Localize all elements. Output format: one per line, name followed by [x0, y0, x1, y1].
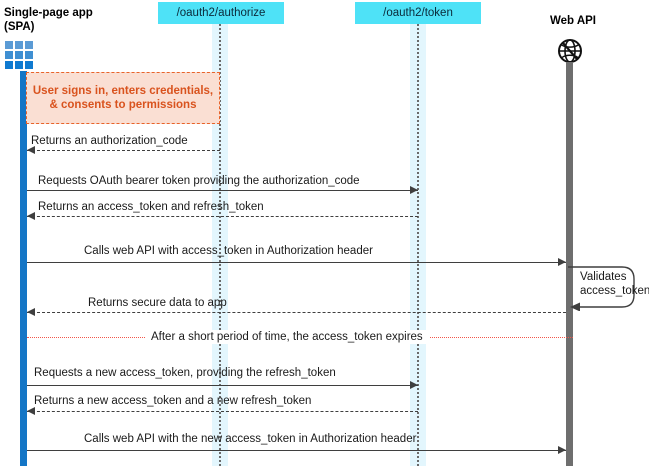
participant-label-webapi: Web API [549, 15, 596, 27]
message-label-5: Returns secure data to app [88, 297, 227, 309]
activation-bar-webapi [566, 62, 573, 466]
message-label-3: Returns an access_token and refresh_toke… [38, 201, 264, 213]
participant-box-authorize[interactable]: /oauth2/authorize [158, 2, 284, 24]
message-label-1: Returns an authorization_code [31, 135, 188, 147]
self-message-loop-webapi [568, 266, 635, 311]
participant-box-token[interactable]: /oauth2/token [355, 2, 481, 24]
globe-icon [557, 38, 583, 64]
arrowhead-1 [27, 146, 35, 154]
arrowhead-4 [558, 258, 566, 266]
message-line-5 [27, 312, 566, 313]
message-label-7: Returns a new access_token and a new ref… [34, 395, 312, 407]
message-line-4 [27, 262, 566, 263]
arrowhead-7 [27, 407, 35, 415]
activation-bar-spa [20, 71, 27, 466]
note-user-signs-in: User signs in, enters credentials, & con… [26, 72, 220, 124]
arrowhead-2 [410, 186, 418, 194]
participant-label-spa: Single-page app (SPA) [4, 7, 93, 33]
arrowhead-8 [558, 446, 566, 454]
message-line-3 [27, 216, 418, 217]
message-line-1 [27, 150, 220, 151]
arrowhead-6 [410, 381, 418, 389]
arrowhead-5 [27, 308, 35, 316]
message-label-4: Calls web API with access_token in Autho… [84, 245, 373, 257]
app-grid-icon [5, 41, 33, 69]
divider-label: After a short period of time, the access… [145, 330, 429, 344]
message-line-2 [27, 190, 418, 191]
message-label-8: Calls web API with the new access_token … [84, 433, 417, 445]
self-message-label: Validates access_token [580, 271, 649, 297]
lifeline-token [417, 24, 419, 466]
message-line-7 [27, 411, 418, 412]
message-line-6 [27, 385, 418, 386]
lifeline-authorize [219, 24, 221, 466]
message-line-8 [27, 450, 566, 451]
message-label-2: Requests OAuth bearer token providing th… [38, 175, 360, 187]
message-label-6: Requests a new access_token, providing t… [34, 367, 336, 379]
arrowhead-3 [27, 212, 35, 220]
